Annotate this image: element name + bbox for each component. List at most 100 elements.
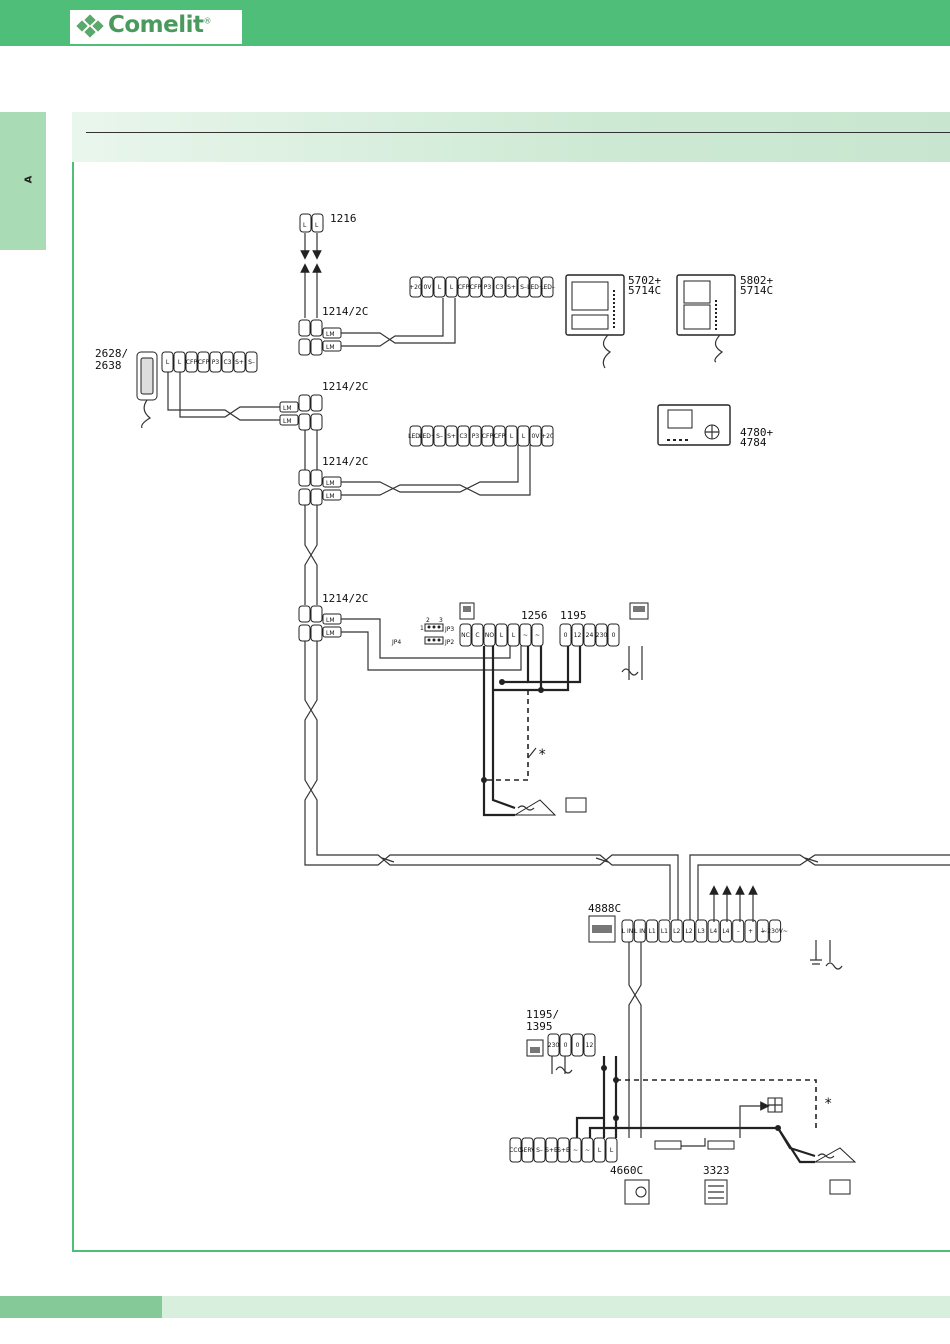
svg-text:1: 1 (420, 625, 424, 632)
junction-1214-c: LM LM (298, 469, 342, 506)
module-1256-icon (459, 602, 475, 620)
terminal-s4780-9 (517, 425, 530, 447)
terminal-label-s4780-4: C3 (459, 433, 467, 440)
terminal-s4888-5 (683, 919, 695, 943)
terminal-s4888-1 (633, 919, 646, 943)
dashed-wire-1 (484, 690, 529, 781)
terminal-label-s4888-10: + (748, 928, 753, 935)
section-tab[interactable] (0, 112, 46, 250)
label-2628-2: 2638 (95, 359, 122, 372)
label-1214-b: 1214/2C (322, 380, 368, 393)
terminal-label-s5702-6: P3 (484, 284, 492, 291)
star-note-1: * (538, 747, 546, 763)
wire-lock-1256 (482, 646, 582, 817)
svg-text:LM: LM (326, 480, 335, 487)
terminal-s5702-5 (469, 276, 482, 298)
wire-bridge-1256 (493, 680, 541, 692)
terminal-label-s4660-8: L (610, 1147, 614, 1154)
terminal-label-s4888-12: ~230V~ (762, 928, 788, 935)
terminal-label-s5702-5: CFP (470, 284, 482, 291)
header-divider (86, 132, 950, 133)
terminal-label-s5702-4: CFP (458, 284, 470, 291)
terminal-label-s2628-0: L (166, 359, 170, 366)
mains-1195 (628, 646, 643, 680)
svg-text:JP4: JP4 (391, 639, 401, 646)
door-lock-icon (513, 797, 587, 816)
terminal-s4888-2 (646, 919, 659, 943)
terminal-label-s1256-4: L (512, 632, 516, 639)
terminal-s4780-8 (505, 425, 518, 447)
terminal-s4888-8 (719, 919, 732, 943)
terminal-s2628-5 (221, 351, 234, 373)
label-1195b-2: 1395 (526, 1020, 553, 1033)
terminal-label-s4888-2: L1 (649, 928, 656, 935)
video-monitor-5702-icon (565, 274, 625, 369)
label-1256: 1256 (521, 609, 548, 622)
module-1195b-icon (526, 1039, 544, 1057)
terminal-label-s1195-1: 12 (574, 632, 582, 639)
terminal-label-s4780-7: CFP (494, 433, 506, 440)
terminal-label-s1256-3: L (500, 632, 504, 639)
terminal-label-s5702-3: L (450, 284, 454, 291)
label-5802-2: 5714C (740, 284, 773, 297)
terminal-s1195b-3 (583, 1033, 596, 1057)
jumper-block: JP3 JP2 JP4 1 2 3 (391, 617, 454, 646)
terminal-s4888-4 (670, 919, 683, 943)
terminal-s5702-6 (481, 276, 494, 298)
ground-mains-4888 (810, 940, 831, 965)
terminal-label-s4888-5: L2 (685, 928, 692, 935)
label-4780-1: 4780+ (740, 426, 773, 439)
terminal-s4780-5 (469, 425, 482, 447)
terminal-s4780-10 (529, 425, 542, 447)
grid-key-icon (767, 1097, 783, 1113)
svg-text:3: 3 (439, 617, 443, 624)
svg-text:LM: LM (283, 405, 292, 412)
terminal-label-s1195b-0: 230 (548, 1042, 560, 1049)
terminal-s4660-2 (533, 1137, 546, 1163)
terminal-s4780-1 (421, 425, 434, 447)
terminal-s4780-7 (493, 425, 506, 447)
terminal-s1195-0 (559, 623, 572, 647)
terminal-label-s1256-0: NC (461, 632, 470, 639)
terminal-label-s4888-6: L3 (698, 928, 705, 935)
terminal-label-s2628-3: CFP (198, 359, 210, 366)
terminal-s1256-0 (459, 623, 472, 647)
label-1214-a: 1214/2C (322, 305, 368, 318)
wire-4888-4660 (628, 942, 642, 1138)
wire-2628 (167, 372, 280, 421)
brand-name: Comelit® (108, 12, 212, 38)
terminal-s5702-0 (409, 276, 422, 298)
label-2628-1: 2628/ (95, 347, 128, 360)
terminal-s4660-4 (557, 1137, 570, 1163)
terminal-label-s1195-2: 24 (586, 632, 594, 639)
terminal-label-s4780-1: LED+ (419, 433, 436, 440)
terminal-label-s1256-5: ~ (523, 632, 528, 639)
wire-4660-lock (575, 1056, 816, 1164)
junction-1214-d: LM LM (298, 605, 342, 642)
junction-1214-a: LM LM (298, 319, 342, 356)
terminal-label-s4660-7: L (598, 1147, 602, 1154)
terminal-label-s5702-0: +20 (409, 284, 422, 291)
terminal-label-s4780-8: L (510, 433, 514, 440)
terminal-label-s4780-5: P3 (472, 433, 480, 440)
content-frame (72, 162, 950, 1252)
svg-text:LM: LM (326, 617, 335, 624)
terminal-s4660-3 (545, 1137, 558, 1163)
terminal-s4888-3 (658, 919, 671, 943)
label-1195b-1: 1195/ (526, 1008, 559, 1021)
ac-symbol-2 (825, 962, 843, 970)
label-5702-1: 5702+ (628, 274, 661, 287)
terminal-s4660-8 (605, 1137, 618, 1163)
door-lock-icon-2 (813, 1147, 857, 1195)
terminal-s4660-0 (509, 1137, 522, 1163)
terminal-label-s1195b-2: 0 (576, 1042, 580, 1049)
junction-1214-b: LM LM (279, 394, 323, 431)
riser-cable (304, 420, 679, 920)
terminal-s5702-8 (505, 276, 518, 298)
terminal-label-s5702-8: S+ (507, 284, 516, 291)
terminal-s4780-0 (409, 425, 422, 447)
